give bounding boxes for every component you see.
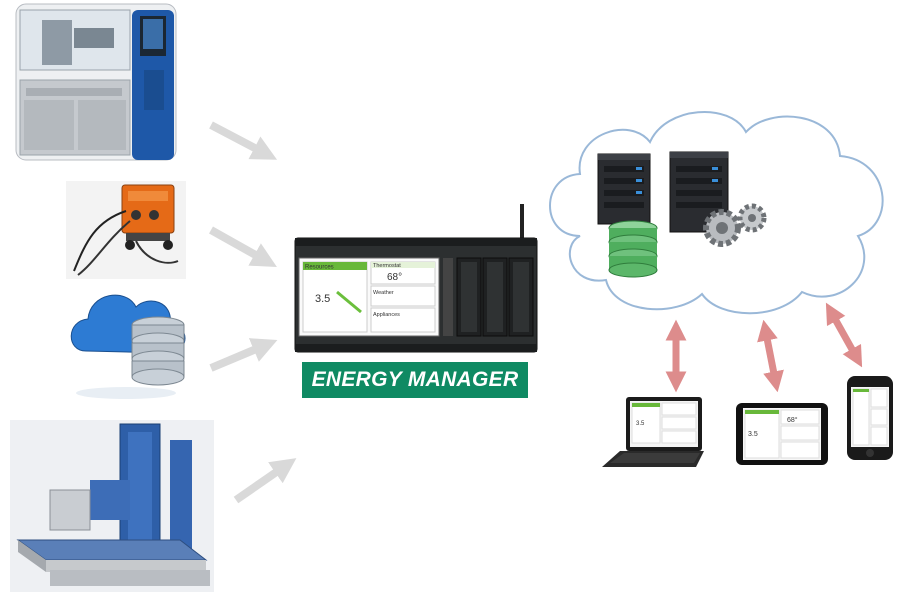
screen-panel1-value: 3.5 xyxy=(315,293,330,305)
arrow-cloud-tablet xyxy=(757,319,784,393)
boring-mill-image xyxy=(10,420,214,592)
tablet-screen-temp: 68° xyxy=(787,416,798,424)
welding-machine-image xyxy=(66,181,186,279)
screen-panel2-title: Thermostat xyxy=(373,263,401,269)
arrow-welder-to-hub xyxy=(209,226,277,268)
energy-manager-device: Resources 3.5 Thermostat 68° Weather App… xyxy=(294,204,538,353)
arrow-cnc-to-hub xyxy=(209,121,278,160)
database-icon xyxy=(608,220,658,278)
tablet-screen-value: 3.5 xyxy=(748,431,758,438)
screen-panel4-title: Appliances xyxy=(373,312,400,318)
laptop-icon: 3.5 xyxy=(602,397,704,467)
server-icon xyxy=(597,153,651,225)
tablet-icon: 3.5 68° xyxy=(736,403,828,465)
arrow-mill-to-hub xyxy=(233,458,297,504)
screen-panel1-title: Resources xyxy=(305,265,334,271)
laptop-screen-value: 3.5 xyxy=(636,421,645,427)
cloud-database-image xyxy=(66,281,196,403)
gears-icon xyxy=(703,203,767,247)
cnc-machine-image xyxy=(12,0,192,168)
cloud-infrastructure xyxy=(549,111,884,315)
arrow-database-to-hub xyxy=(209,338,278,372)
energy-manager-label: ENERGY MANAGER xyxy=(302,362,528,398)
smartphone-icon xyxy=(847,376,893,460)
screen-panel2-value: 68° xyxy=(387,272,402,283)
arrow-cloud-phone xyxy=(825,302,863,368)
screen-panel3-title: Weather xyxy=(373,290,394,296)
